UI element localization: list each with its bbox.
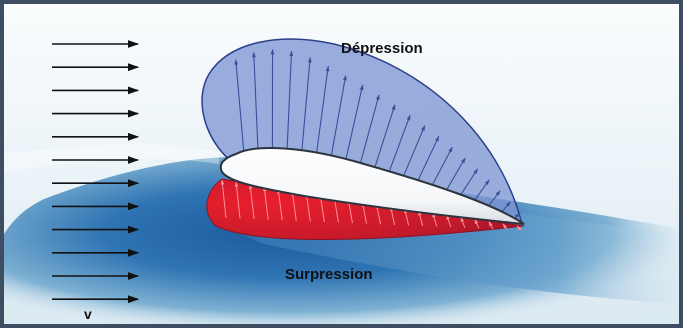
airflow-scene: Dépression Surpression v	[4, 4, 679, 324]
velocity-label: v	[84, 306, 92, 322]
surpression-label: Surpression	[285, 266, 373, 283]
depression-label: Dépression	[341, 40, 423, 57]
